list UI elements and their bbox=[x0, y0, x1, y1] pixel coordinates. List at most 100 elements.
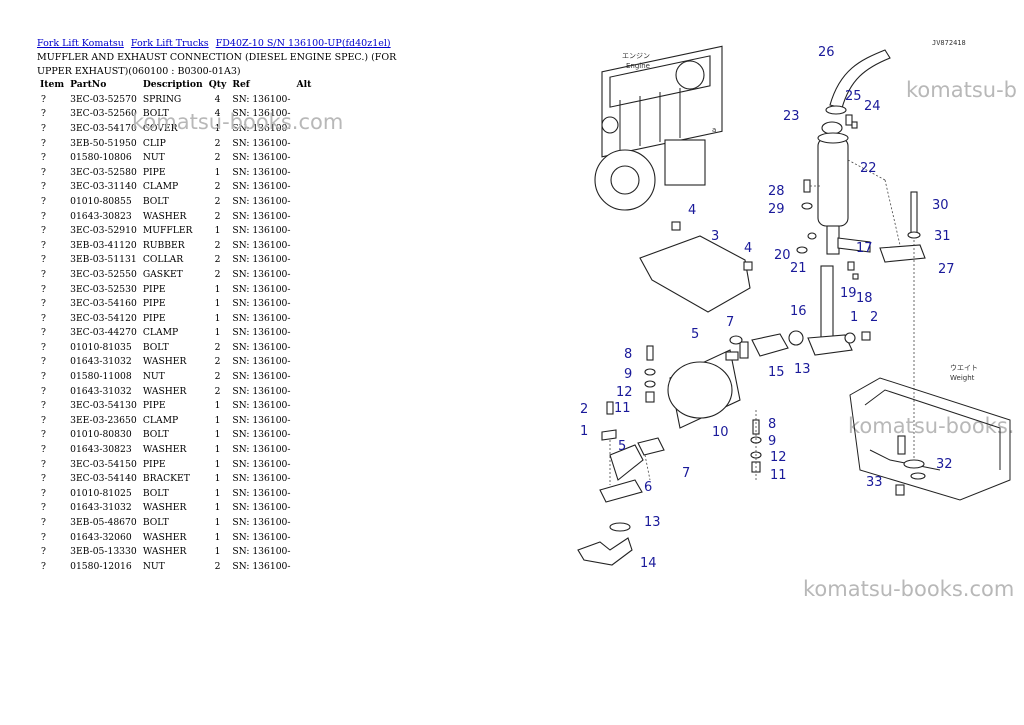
callout-number: 8 bbox=[768, 417, 776, 432]
cell-description: PIPE bbox=[142, 312, 166, 324]
callout-number: 25 bbox=[845, 89, 862, 104]
engine-label: Engine bbox=[626, 62, 650, 70]
cover bbox=[639, 235, 751, 313]
cell-item: ? bbox=[41, 283, 46, 295]
cell-alt bbox=[294, 384, 315, 399]
cell-description: BOLT bbox=[142, 195, 169, 207]
cell-partno: 3EB-05-13330 bbox=[70, 546, 137, 558]
callout-number: 32 bbox=[936, 457, 953, 472]
cell-item: ? bbox=[41, 239, 46, 251]
callout-number: 21 bbox=[790, 261, 807, 276]
cell-alt bbox=[294, 150, 315, 165]
column-header-description: Description bbox=[142, 79, 203, 90]
cell-alt bbox=[294, 457, 315, 472]
page-title: MUFFLER AND EXHAUST CONNECTION (DIESEL E… bbox=[37, 52, 397, 77]
engine-illustration bbox=[594, 45, 723, 211]
cell-description: BOLT bbox=[142, 108, 169, 120]
cell-ref: SN: 136100- bbox=[232, 195, 291, 207]
breadcrumb-link-fork-lift-komatsu[interactable]: Fork Lift Komatsu bbox=[37, 38, 124, 49]
cell-ref: SN: 136100- bbox=[232, 152, 291, 164]
cell-qty: 4 bbox=[214, 93, 221, 105]
callout-number: 18 bbox=[856, 291, 873, 306]
table-header-row: Item PartNo Description Qty Ref Alt bbox=[37, 77, 314, 92]
cell-qty: 2 bbox=[214, 210, 221, 222]
flange bbox=[599, 479, 643, 503]
cell-partno: 3EC-03-52560 bbox=[70, 108, 137, 120]
cell-item: ? bbox=[41, 400, 46, 412]
cell-qty: 2 bbox=[214, 356, 221, 368]
cell-item: ? bbox=[41, 210, 46, 222]
callout-number: 7 bbox=[682, 466, 690, 481]
cell-partno: 01010-80830 bbox=[70, 429, 132, 441]
cell-item: ? bbox=[41, 225, 46, 237]
cell-ref: SN: 136100- bbox=[232, 239, 291, 251]
cell-partno: 01010-81035 bbox=[70, 341, 132, 353]
cell-item: ? bbox=[41, 444, 46, 456]
bracket bbox=[879, 244, 926, 263]
cell-qty: 2 bbox=[214, 137, 221, 149]
breadcrumb-link-model[interactable]: FD40Z-10 S/N 136100-UP(fd40z1el) bbox=[215, 38, 391, 49]
cell-description: BOLT bbox=[142, 341, 169, 353]
cell-item: ? bbox=[41, 356, 46, 368]
cell-alt bbox=[294, 311, 315, 326]
cell-partno: 3EC-03-54150 bbox=[70, 458, 137, 470]
cell-description: BRACKET bbox=[142, 473, 190, 485]
cell-alt bbox=[294, 413, 315, 428]
cell-partno: 01580-11008 bbox=[70, 371, 132, 383]
callout-number: 22 bbox=[860, 161, 877, 176]
cell-alt bbox=[294, 501, 315, 516]
cell-item: ? bbox=[41, 531, 46, 543]
cell-item: ? bbox=[41, 327, 46, 339]
cell-ref: SN: 136100- bbox=[232, 210, 291, 222]
cell-description: GASKET bbox=[142, 268, 183, 280]
breadcrumb: Fork Lift Komatsu Fork Lift Trucks FD40Z… bbox=[37, 38, 395, 49]
cell-qty: 1 bbox=[214, 429, 221, 441]
cell-item: ? bbox=[41, 181, 46, 193]
cell-ref: SN: 136100- bbox=[232, 487, 291, 499]
cell-alt bbox=[294, 194, 315, 209]
cell-item: ? bbox=[41, 254, 46, 266]
cell-description: NUT bbox=[142, 371, 165, 383]
cell-alt bbox=[294, 282, 315, 297]
watermark: komatsu-b bbox=[906, 78, 1017, 102]
cell-ref: SN: 136100- bbox=[232, 108, 291, 120]
muffler-vertical bbox=[817, 137, 849, 227]
callout-number: 16 bbox=[790, 304, 807, 319]
cell-alt bbox=[294, 92, 315, 107]
cell-alt bbox=[294, 471, 315, 486]
cell-item: ? bbox=[41, 298, 46, 310]
cell-item: ? bbox=[41, 268, 46, 280]
cell-item: ? bbox=[41, 152, 46, 164]
cell-item: ? bbox=[41, 122, 46, 134]
muffler-horizontal bbox=[667, 361, 733, 419]
cell-qty: 2 bbox=[214, 152, 221, 164]
cell-item: ? bbox=[41, 195, 46, 207]
cell-item: ? bbox=[41, 137, 46, 149]
cell-description: RUBBER bbox=[142, 239, 185, 251]
cell-alt bbox=[294, 355, 315, 370]
cell-qty: 1 bbox=[214, 327, 221, 339]
cell-ref: SN: 136100- bbox=[232, 93, 291, 105]
breadcrumb-link-fork-lift-trucks[interactable]: Fork Lift Trucks bbox=[130, 38, 209, 49]
cell-ref: SN: 136100- bbox=[232, 137, 291, 149]
cell-partno: 01010-81025 bbox=[70, 487, 132, 499]
cell-qty: 1 bbox=[214, 298, 221, 310]
cell-qty: 1 bbox=[214, 444, 221, 456]
column-header-qty: Qty bbox=[208, 79, 227, 90]
cell-ref: SN: 136100- bbox=[232, 225, 291, 237]
cell-qty: 2 bbox=[214, 385, 221, 397]
cell-description: WASHER bbox=[142, 385, 187, 397]
